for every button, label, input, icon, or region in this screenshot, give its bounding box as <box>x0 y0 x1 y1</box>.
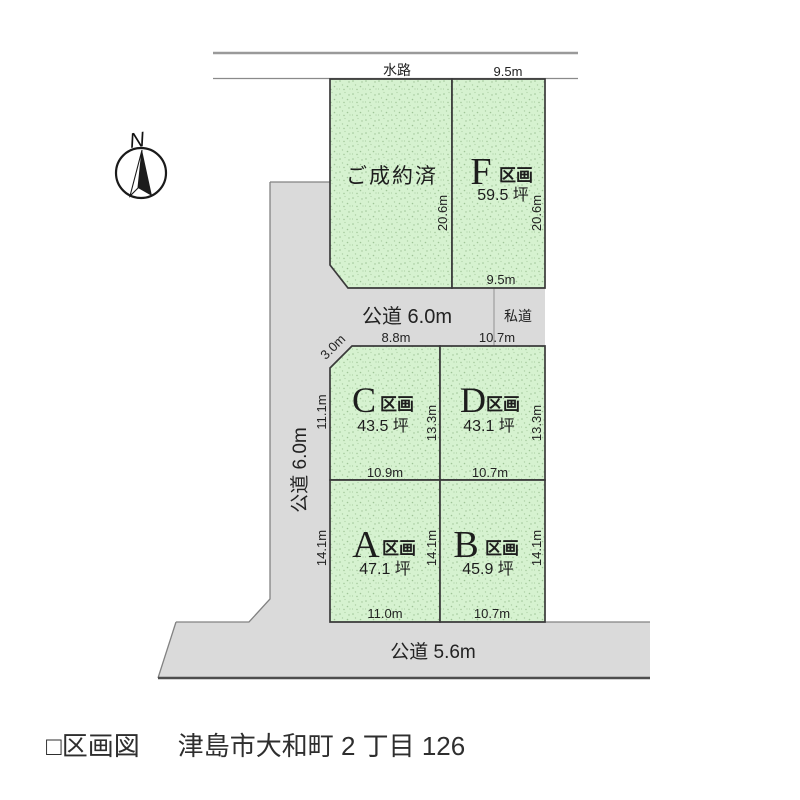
meas-b-bottom: 10.7m <box>474 606 510 621</box>
parcel-c-letter: C <box>352 380 376 420</box>
waterway-width-label: 9.5m <box>494 64 523 79</box>
waterway-label: 水路 <box>383 62 411 78</box>
north-label: N <box>128 128 147 153</box>
parcels <box>329 78 546 623</box>
meas-f-bottom: 9.5m <box>487 272 516 287</box>
road-bottom-label: 公道 5.6m <box>390 641 476 663</box>
parcel-a-letter: A <box>352 524 380 566</box>
parcel-sold-label: ご成約済 <box>346 164 438 188</box>
meas-a-bottom: 11.0m <box>367 606 402 621</box>
meas-b-right: 14.1m <box>529 530 544 566</box>
meas-c-bottom: 10.9m <box>367 465 403 480</box>
vertical-road-left-edge <box>176 182 271 623</box>
waterway: 水路 9.5m <box>213 51 578 80</box>
parcel-b <box>439 479 546 623</box>
caption-address: 津島市大和町 2 丁目 126 <box>177 731 466 761</box>
parcel-f <box>451 78 546 289</box>
parcel-d-letter: D <box>460 380 486 420</box>
meas-d-bottom: 10.7m <box>472 465 508 480</box>
meas-a-right: 14.1m <box>424 530 439 566</box>
parcel-c-area: 43.5 坪 <box>357 417 409 435</box>
road-surface <box>158 182 650 678</box>
meas-d-top: 10.7m <box>479 330 515 345</box>
lot-map: 水路 9.5m N ご成約済 F 区画 59.5 坪 C 区画 43.5 坪 D… <box>114 51 650 680</box>
meas-sold-right-depth: 20.6m <box>435 195 450 231</box>
bottom-road-left-slant <box>157 621 177 679</box>
road-outlines <box>157 181 650 679</box>
parcel-f-area: 59.5 坪 <box>477 186 529 204</box>
road-private-label: 私道 <box>504 308 532 324</box>
parcel-a-unit: 区画 <box>382 539 416 558</box>
parcel-f-unit: 区画 <box>499 166 533 185</box>
meas-d-right: 13.3m <box>529 405 544 441</box>
meas-a-left: 14.1m <box>314 530 329 566</box>
caption: □区画図 津島市大和町 2 丁目 126 <box>46 726 465 763</box>
meas-c-left: 11.1m <box>314 394 329 429</box>
parcel-c-unit: 区画 <box>380 395 414 414</box>
parcel-b-letter: B <box>453 524 478 566</box>
parcel-b-area: 45.9 坪 <box>462 560 514 578</box>
road-horizontal-label: 公道 6.0m <box>362 305 452 328</box>
parcel-b-unit: 区画 <box>485 539 519 558</box>
parcel-f-letter: F <box>470 151 491 193</box>
parcel-d-unit: 区画 <box>486 395 520 414</box>
parcel-sold <box>329 78 453 289</box>
caption-legend: □区画図 <box>46 731 140 761</box>
meas-c-top: 8.8m <box>382 330 411 345</box>
compass-needle-dark-icon <box>138 150 152 196</box>
meas-f-right-depth: 20.6m <box>529 195 544 231</box>
road-vertical-label: 公道 6.0m <box>289 427 311 513</box>
parcel-d-area: 43.1 坪 <box>463 417 515 435</box>
compass-needle-light-icon <box>128 149 143 198</box>
meas-c-right: 13.3m <box>424 405 439 441</box>
north-compass: N <box>114 128 168 200</box>
parcel-a-area: 47.1 坪 <box>359 560 411 578</box>
